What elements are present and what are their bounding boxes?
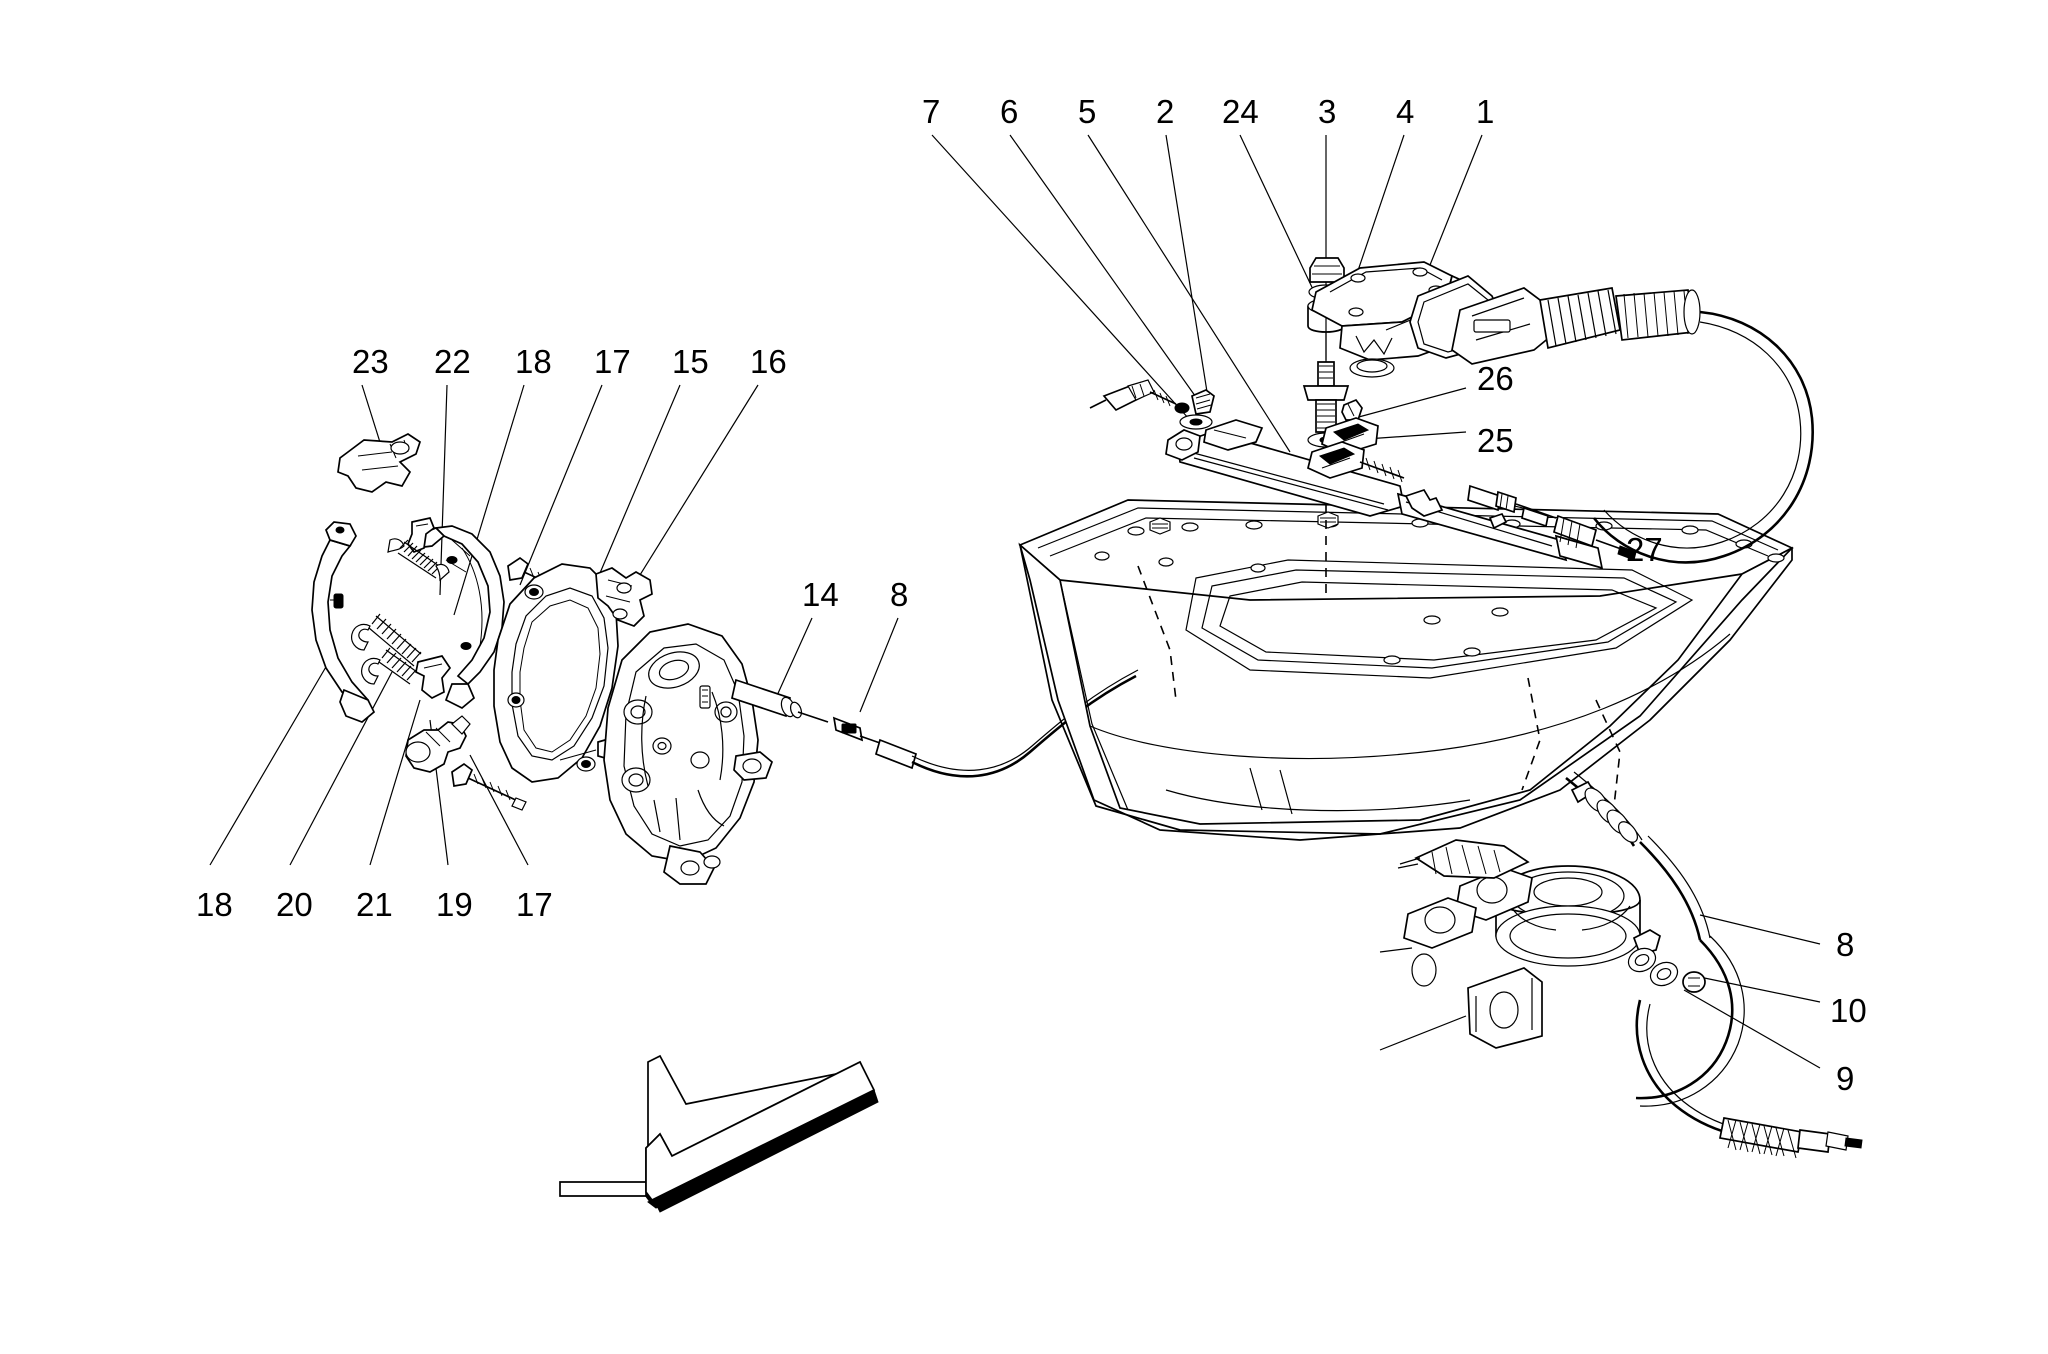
callout-23: 23 — [352, 343, 389, 380]
callout-22: 22 — [434, 343, 471, 380]
part-handbrake-lever — [1311, 261, 1701, 378]
part-lever-cable-loop — [1592, 310, 1814, 564]
part-adjuster-lever — [337, 433, 422, 493]
part-adjuster-spring — [361, 647, 418, 685]
part-rear-brake-cable-left — [911, 669, 1139, 778]
part-wheel-cylinder — [405, 715, 471, 773]
part-return-spring-upper — [387, 538, 450, 582]
part-suspension-arm-bush — [1379, 839, 1641, 1051]
part-cable-eyelet-and-nut — [1627, 929, 1706, 993]
part-return-spring-lower — [351, 613, 422, 667]
part-shoe-strut-upper — [407, 517, 436, 554]
part-rod-bolt — [1179, 389, 1215, 430]
tunnel-hidden-edges — [1521, 677, 1541, 791]
part-rear-cable-arc — [1635, 935, 1745, 1107]
callout-18-top: 18 — [515, 343, 552, 380]
part-shoe-strut-lower — [415, 655, 452, 700]
part-front-brake-cable — [1089, 379, 1190, 414]
callout-9: 9 — [1836, 1060, 1855, 1097]
part-backing-plate-bolt-lower — [451, 762, 527, 811]
leader-lines-middle — [774, 617, 899, 713]
part-equalizer-rod — [1165, 419, 1604, 570]
callout-1: 1 — [1476, 93, 1495, 130]
callout-6: 6 — [1000, 93, 1019, 130]
part-rear-brake-cable-right — [1565, 771, 1711, 941]
callout-18-bottom: 18 — [196, 886, 233, 923]
callout-21: 21 — [356, 886, 393, 923]
callout-4: 4 — [1396, 93, 1415, 130]
leader-lines-bottom-right — [1683, 914, 1821, 1069]
part-brake-shoe-rear — [311, 521, 376, 723]
callout-27: 27 — [1626, 531, 1663, 568]
callout-2: 2 — [1156, 93, 1175, 130]
callout-24: 24 — [1222, 93, 1259, 130]
part-rear-hub-carrier — [603, 623, 774, 885]
callout-8-bottom: 8 — [1836, 926, 1855, 963]
callout-17-top: 17 — [594, 343, 631, 380]
part-brake-backing-plate — [493, 563, 653, 783]
callout-7: 7 — [922, 93, 941, 130]
callout-17-bottom: 17 — [516, 886, 553, 923]
leader-lines-left-bottom — [209, 659, 529, 866]
callout-3: 3 — [1318, 93, 1337, 130]
part-cable-retaining-clip — [1341, 398, 1363, 421]
part-cable-guide-clip-lower — [1307, 441, 1365, 479]
callout-26: 26 — [1477, 360, 1514, 397]
callout-25: 25 — [1477, 422, 1514, 459]
callout-5: 5 — [1078, 93, 1097, 130]
direction-arrow-outline — [645, 1060, 879, 1213]
callout-16: 16 — [750, 343, 787, 380]
part-sleeve-stud — [1488, 512, 1508, 530]
callout-10: 10 — [1830, 992, 1867, 1029]
callout-15: 15 — [672, 343, 709, 380]
callout-20: 20 — [276, 886, 313, 923]
callout-19: 19 — [436, 886, 473, 923]
part-cable-end-fitting — [731, 678, 918, 770]
part-cable-braided-termination — [1635, 999, 1863, 1159]
callout-14: 14 — [802, 576, 839, 613]
part-cable-adjuster-sleeve — [1359, 457, 1637, 561]
callout-8-middle: 8 — [890, 576, 909, 613]
